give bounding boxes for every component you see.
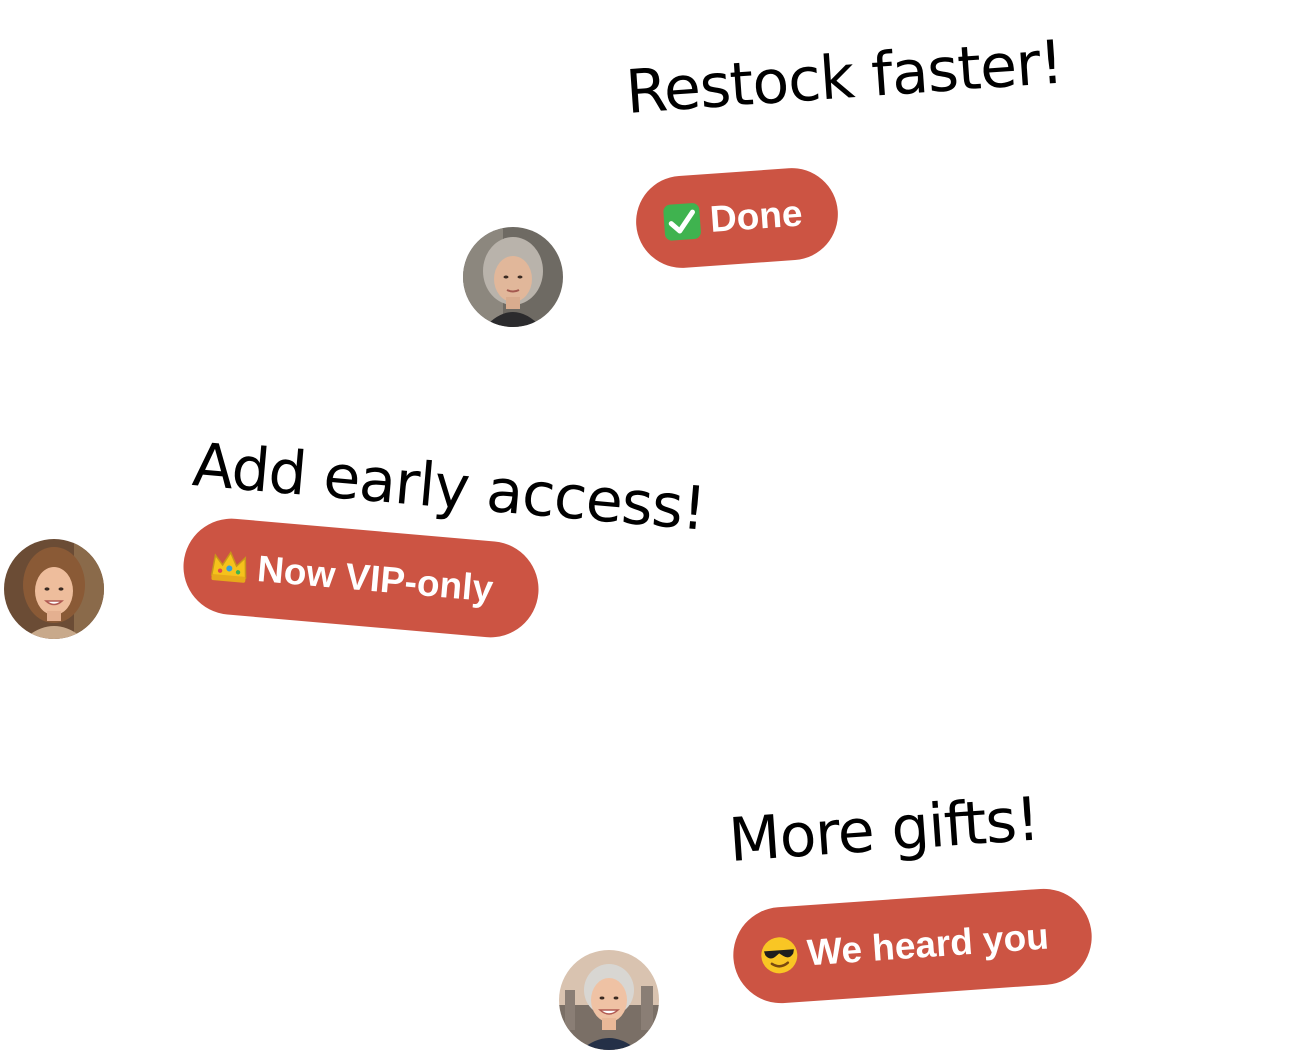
feedback-response-label-1: Done	[708, 192, 804, 240]
crown-icon	[208, 545, 251, 588]
check-mark-button-icon	[661, 200, 704, 243]
feedback-response-label-2: Now VIP-only	[255, 548, 495, 610]
sunglasses-face-icon	[758, 934, 801, 977]
feedback-response-label-3: We heard you	[805, 915, 1051, 974]
feedback-request-1: Restock faster!	[623, 27, 1065, 128]
feedback-response-badge-2: Now VIP-only	[179, 514, 543, 642]
avatar-woman-short-gray-hair	[559, 950, 659, 1050]
feedback-request-3: More gifts!	[726, 784, 1042, 876]
avatar-woman-brown-hair	[4, 539, 104, 639]
feedback-response-badge-3: We heard you	[730, 885, 1095, 1007]
avatar-older-woman-gray-bob	[463, 227, 563, 327]
feedback-response-badge-1: Done	[633, 165, 841, 271]
